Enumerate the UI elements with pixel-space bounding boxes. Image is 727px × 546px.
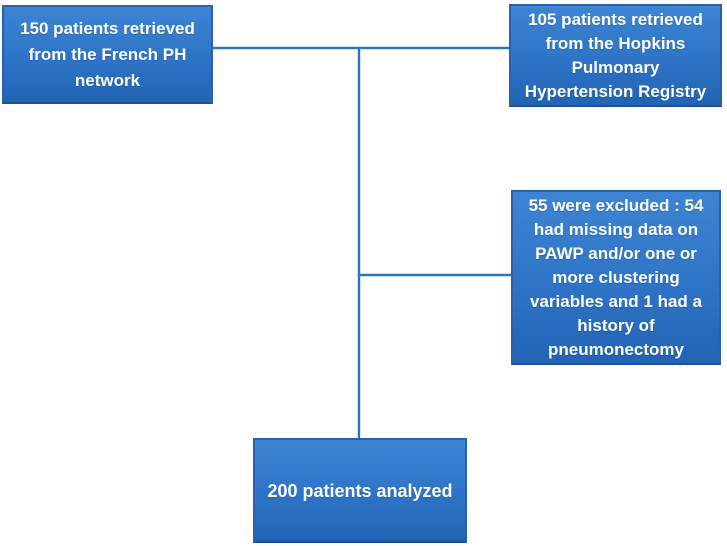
node-text-line: variables and 1 had a [530,291,702,311]
node-french-ph-network: 150 patients retrieved from the French P… [2,5,213,104]
node-text-line: had missing data on [533,219,699,239]
node-text-line: pneumonectomy [547,339,685,359]
node-hopkins-registry: 105 patients retrieved from the Hopkins … [509,4,722,107]
node-text-line: PAWP and/or one or [535,243,697,263]
node-text-line: from the French PH [28,44,187,64]
node-patients-analyzed: 200 patients analyzed [253,438,467,543]
node-text-line: history of [577,315,655,335]
node-text-line: network [74,70,141,90]
connector-vertical-line [358,47,360,438]
node-text-line: 105 patients retrieved [528,9,703,29]
node-text-line: from the Hopkins [545,33,686,53]
node-text-line: 55 were excluded : 54 [528,195,704,215]
connector-top-horizontal-line [213,47,509,49]
node-excluded-patients: 55 were excluded : 54 had missing data o… [511,190,721,365]
node-text-line: 150 patients retrieved [20,18,195,38]
node-text-line: 200 patients analyzed [267,480,453,501]
node-text-line: Pulmonary [571,57,660,77]
connector-excluded-branch-line [358,274,511,276]
node-text-line: Hypertension Registry [524,81,707,101]
node-text-line: more clustering [552,267,680,287]
